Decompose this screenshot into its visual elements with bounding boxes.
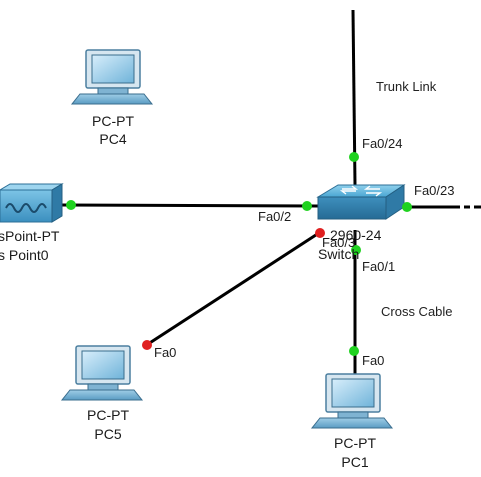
port-label-pc1-fa0: Fa0 — [362, 353, 385, 368]
port-label-fa02: Fa0/2 — [258, 209, 292, 224]
pc5-name-label: PC5 — [94, 426, 122, 442]
access-point-icon[interactable] — [0, 183, 64, 223]
pc4-name-label: PC4 — [99, 131, 127, 147]
port-label-fa023: Fa0/23 — [414, 183, 455, 198]
pc5-icon[interactable] — [60, 345, 144, 401]
link-light-fa03 — [315, 228, 325, 238]
link-light-pc1 — [349, 346, 359, 356]
link-light-fa023 — [402, 202, 412, 212]
link-light-pc5 — [142, 340, 152, 350]
ap-name-label: s Point0 — [0, 247, 49, 263]
switch-name-label: Switch — [318, 246, 360, 262]
pc5-type-label: PC-PT — [87, 407, 129, 423]
switch-model-label: 2960-24 — [330, 227, 382, 243]
pc1-icon[interactable] — [310, 373, 394, 429]
link-light-ap — [66, 200, 76, 210]
pc5-switch-cable — [144, 229, 323, 348]
cross-cable-label: Cross Cable — [381, 304, 453, 319]
link-light-fa01 — [351, 245, 361, 255]
pc1-name-label: PC1 — [341, 454, 369, 470]
ap-type-label: sPoint-PT — [0, 228, 60, 244]
port-label-fa01: Fa0/1 — [362, 259, 396, 274]
pc1-type-label: PC-PT — [334, 435, 376, 451]
pc4-icon[interactable] — [70, 49, 154, 105]
ap-switch-cable — [59, 203, 319, 208]
port-label-fa03: Fa0/3 — [322, 235, 356, 250]
port-label-pc5-fa0: Fa0 — [154, 345, 177, 360]
link-light-fa02 — [302, 201, 312, 211]
trunk-link-label: Trunk Link — [376, 79, 437, 94]
switch-icon[interactable] — [316, 184, 406, 220]
link-light-fa024 — [349, 152, 359, 162]
pc4-type-label: PC-PT — [92, 113, 134, 129]
port-label-fa024: Fa0/24 — [362, 136, 403, 151]
